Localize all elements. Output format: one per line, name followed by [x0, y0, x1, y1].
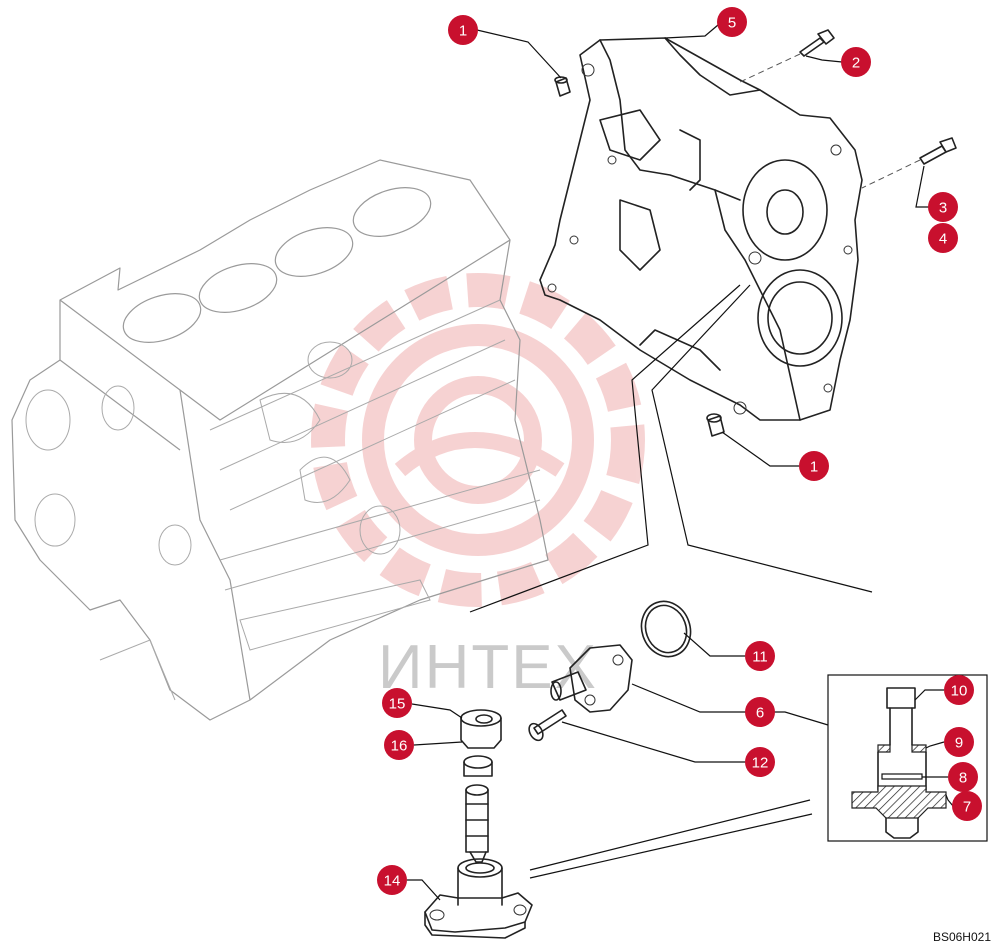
svg-text:9: 9 — [955, 735, 963, 752]
tensioner-part — [550, 644, 633, 713]
callout-11: 11 — [745, 641, 775, 671]
svg-text:2: 2 — [852, 55, 860, 72]
projection-lines — [469, 284, 873, 879]
plunger-part — [465, 784, 489, 863]
svg-text:1: 1 — [459, 23, 467, 40]
callout-7: 7 — [952, 791, 982, 821]
callout-3: 3 — [928, 192, 958, 222]
callout-9: 9 — [944, 727, 974, 757]
engine-block-drawing — [11, 159, 549, 721]
svg-text:7: 7 — [963, 799, 971, 816]
dowel-pin-bottom — [706, 413, 725, 437]
watermark-text: ИНТЕХ — [378, 633, 598, 702]
gear-housing-drawing — [539, 37, 863, 421]
watermark-logo — [311, 273, 645, 607]
cap-part — [460, 709, 502, 749]
callout-leaders — [407, 24, 954, 901]
callout-6: 6 — [745, 697, 775, 727]
svg-text:11: 11 — [752, 649, 768, 666]
tensioner-housing-part — [424, 858, 533, 939]
svg-text:5: 5 — [728, 15, 736, 32]
svg-text:16: 16 — [391, 738, 408, 755]
bolt-right — [861, 137, 957, 189]
callout-10: 10 — [944, 675, 974, 705]
callout-14: 14 — [377, 865, 407, 895]
tensioner-bolt-part — [528, 709, 567, 742]
callout-8: 8 — [948, 762, 978, 792]
svg-text:4: 4 — [939, 231, 947, 248]
bolt-top-right — [739, 29, 835, 83]
svg-text:10: 10 — [951, 683, 968, 700]
callout-1-bottom: 1 — [799, 451, 829, 481]
dowel-pin-top — [554, 76, 571, 97]
o-ring-part — [640, 600, 692, 658]
svg-text:1: 1 — [810, 459, 818, 476]
callout-16: 16 — [384, 730, 414, 760]
svg-text:14: 14 — [384, 873, 401, 890]
figure-code: BS06H021 — [932, 930, 991, 944]
callout-12: 12 — [745, 747, 775, 777]
svg-text:6: 6 — [756, 705, 764, 722]
callout-2: 2 — [841, 47, 871, 77]
callout-5: 5 — [717, 7, 747, 37]
callout-15: 15 — [382, 688, 412, 718]
callout-4: 4 — [928, 223, 958, 253]
svg-text:8: 8 — [959, 770, 967, 787]
svg-text:12: 12 — [752, 755, 769, 772]
svg-text:15: 15 — [389, 696, 406, 713]
seal-part — [463, 755, 493, 777]
svg-text:3: 3 — [939, 200, 947, 217]
callout-1-top: 1 — [448, 15, 478, 45]
